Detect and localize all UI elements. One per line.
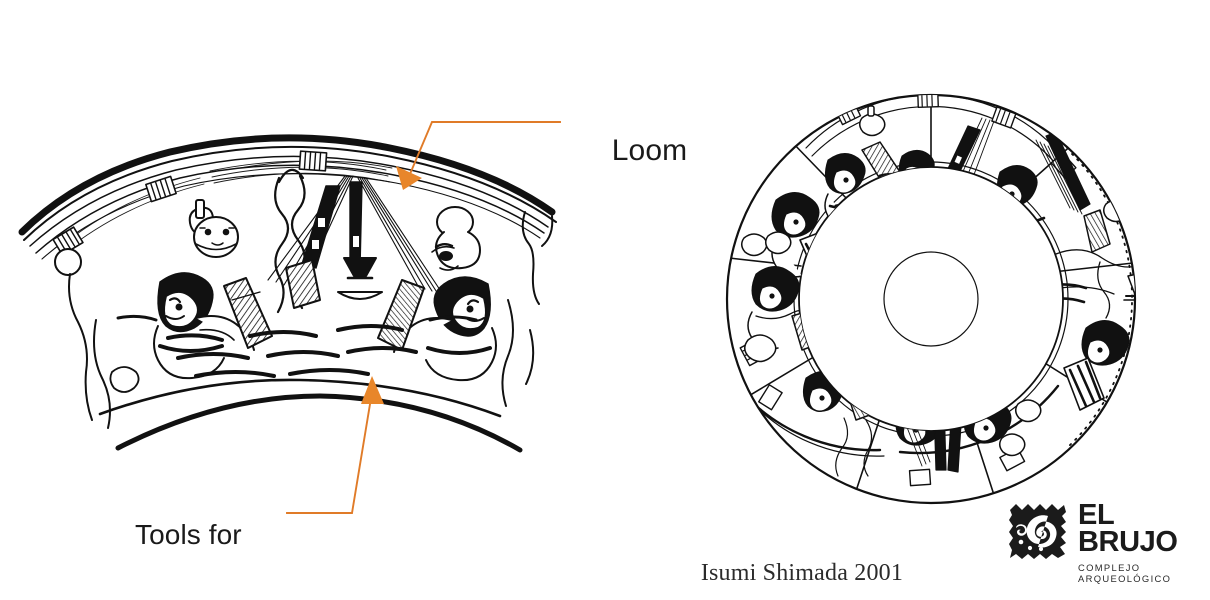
annotation-label-loom: Loom: [578, 97, 687, 205]
el-brujo-logo[interactable]: EL BRUJO COMPLEJO ARQUEOLÓGICO: [1008, 501, 1204, 584]
loom-arrowhead: [396, 166, 422, 190]
annotation-label-tools: Tools for textile-making: [104, 478, 278, 600]
citation-text: Isumi Shimada 2001: [700, 560, 904, 586]
loom-leader-line: [408, 121, 561, 176]
tools-leader-line: [286, 390, 374, 514]
logo-word-brujo: BRUJO: [1078, 526, 1178, 558]
tools-label-line1: Tools for: [135, 519, 242, 550]
logo-word-el: EL: [1078, 499, 1115, 531]
spiral-glyph-icon: [1009, 504, 1066, 559]
el-brujo-wordmark: EL BRUJO COMPLEJO ARQUEOLÓGICO: [1078, 499, 1204, 585]
tools-label-line2: textile-making: [104, 592, 278, 600]
loom-label-text: Loom: [611, 134, 688, 167]
figure-citation: Isumi Shimada 2001: [676, 533, 903, 600]
tools-arrowhead: [361, 376, 384, 404]
logo-subtitle: COMPLEJO ARQUEOLÓGICO: [1078, 562, 1172, 584]
